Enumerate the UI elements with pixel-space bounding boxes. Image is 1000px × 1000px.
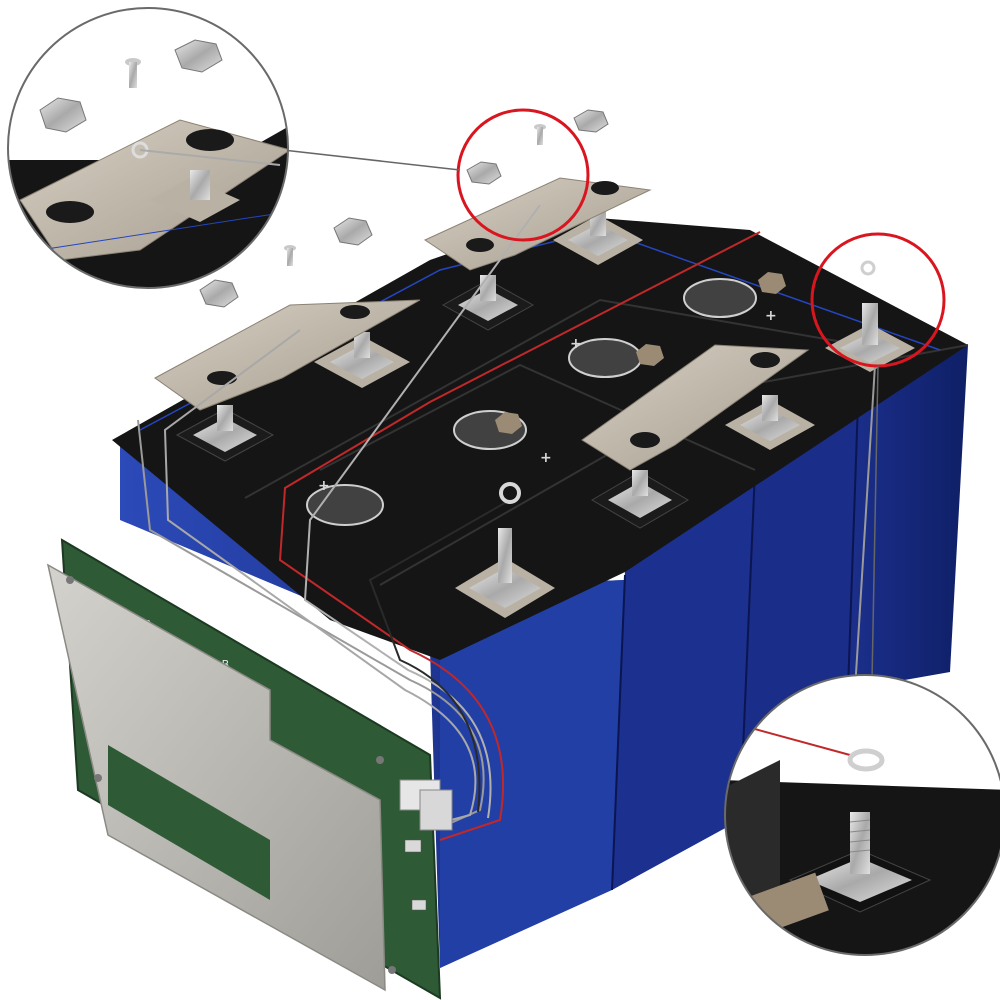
zoom-callout-busbar	[7, 7, 289, 289]
cell-side-face	[848, 345, 968, 690]
highlight-ring-busbar	[456, 108, 590, 242]
sense-wire-grey	[854, 364, 876, 691]
terminal-post	[314, 332, 410, 388]
sampling-wires	[137, 204, 876, 841]
hex-nuts-placed	[495, 272, 786, 434]
plus-sign: +	[318, 478, 330, 494]
sense-wire-grey	[303, 204, 541, 819]
cell-side-face	[612, 470, 755, 890]
plus-sign: +	[765, 308, 777, 324]
screw	[284, 245, 296, 266]
terminal-post	[591, 470, 689, 529]
safety-vents	[306, 278, 757, 526]
polarity-marks: + + + +	[318, 308, 777, 494]
heatsink-cutout	[108, 745, 270, 900]
bms-board: -B -B	[46, 538, 453, 1000]
hex-nut	[636, 344, 664, 366]
terminal-post	[553, 210, 643, 265]
terminal-post	[175, 405, 275, 462]
busbar	[154, 299, 421, 411]
hex-nut	[573, 109, 609, 133]
sense-wire-grey	[163, 329, 477, 826]
sense-wire-black	[368, 499, 511, 813]
bms-connector	[399, 779, 453, 831]
zoom-callout-terminal	[724, 674, 1000, 956]
callout-leaders	[282, 149, 879, 681]
plus-sign: +	[570, 336, 582, 352]
busbars	[154, 177, 810, 471]
terminal-post	[441, 275, 535, 331]
terminal-post	[725, 395, 815, 450]
cell-front-face	[368, 580, 625, 968]
hex-nut	[333, 217, 373, 246]
busbar	[423, 177, 652, 271]
bms-heatsink	[46, 563, 386, 992]
busbar	[581, 344, 810, 471]
ring-terminal	[499, 482, 521, 504]
plus-sign: +	[540, 450, 552, 466]
ring-terminal	[860, 260, 876, 276]
loose-hardware	[199, 109, 609, 308]
hex-nut	[199, 279, 239, 308]
sense-wire-red	[278, 231, 761, 841]
cell-terminals	[175, 210, 915, 618]
terminal-post	[455, 528, 555, 618]
hex-nut	[466, 161, 502, 185]
hex-nut	[495, 412, 522, 434]
screw	[534, 124, 546, 145]
hex-nut	[758, 272, 786, 294]
